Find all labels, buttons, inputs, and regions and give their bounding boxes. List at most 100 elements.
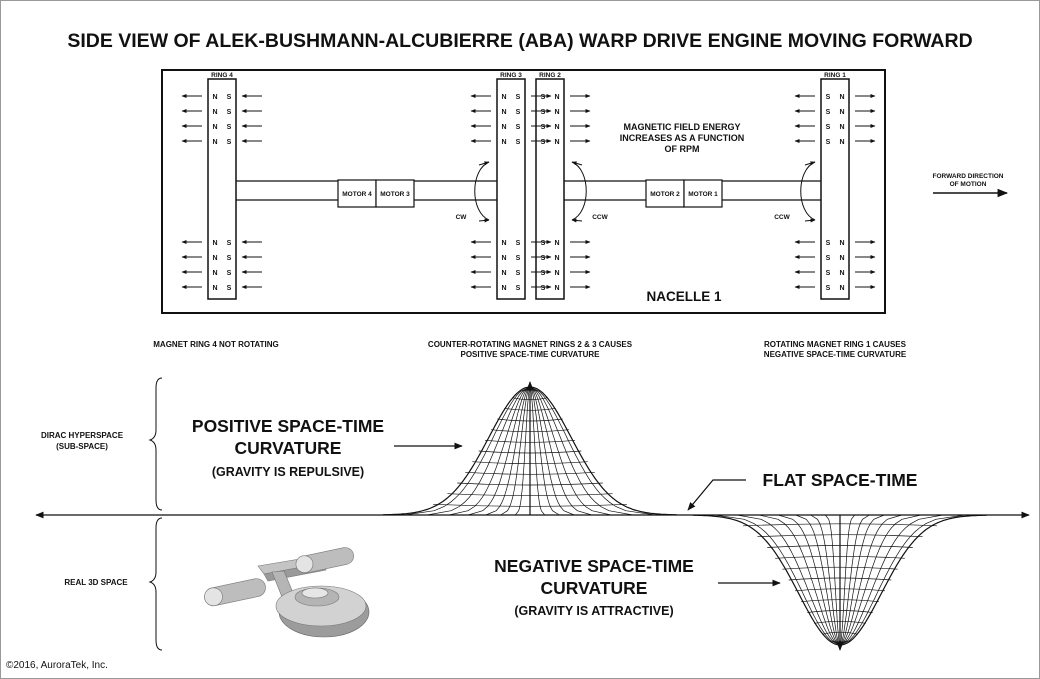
mesh-meridian xyxy=(500,386,531,516)
ring-3-pole-letter: S xyxy=(516,124,521,131)
mesh-meridian xyxy=(810,514,841,646)
mesh-meridian xyxy=(714,514,841,646)
mesh-meridian xyxy=(758,514,841,646)
mesh-meridian xyxy=(825,514,841,646)
ccw-label-ring-2: CCW xyxy=(592,214,608,221)
caption-rings-2-3-line-1: COUNTER-ROTATING MAGNET RINGS 2 & 3 CAUS… xyxy=(428,340,633,349)
caption-ring-1-line-2: NEGATIVE SPACE-TIME CURVATURE xyxy=(764,350,907,359)
ring-4-pole-letter: N xyxy=(212,109,217,116)
motor-2-label: MOTOR 2 xyxy=(650,191,680,198)
ring-4-pole-letter: N xyxy=(212,124,217,131)
ring-4-pole-letter: N xyxy=(212,94,217,101)
ring-4-pole-letter: N xyxy=(212,240,217,247)
ring-2-pole-letter: N xyxy=(554,285,559,292)
mesh-meridian xyxy=(529,386,656,516)
ring-3-pole-letter: S xyxy=(516,240,521,247)
copyright-notice: ©2016, AuroraTek, Inc. xyxy=(6,660,108,671)
mesh-meridian xyxy=(839,514,855,646)
ring-1-magnet-bar xyxy=(820,78,850,300)
cw-label: CW xyxy=(456,214,468,221)
ring-2-pole-letter: S xyxy=(541,139,546,146)
ring-4-pole-letter: S xyxy=(227,94,232,101)
negative-curvature-line-2: CURVATURE xyxy=(541,578,648,598)
ring-4-pole-letter: S xyxy=(227,124,232,131)
mesh-meridian xyxy=(448,386,531,516)
ring-3-magnet-bar xyxy=(496,78,526,300)
ring-1-pole-letter: S xyxy=(826,94,831,101)
ring-1-pole-letter: S xyxy=(826,255,831,262)
ring-2-pole-letter: N xyxy=(554,255,559,262)
caption-ring-1-line-1: ROTATING MAGNET RING 1 CAUSES xyxy=(764,340,907,349)
positive-curvature-line-2: CURVATURE xyxy=(235,438,342,458)
ring-3-pole-letter: N xyxy=(501,94,506,101)
caption-ring-4: MAGNET RING 4 NOT ROTATING xyxy=(153,340,278,349)
ring-1-pole-letter: N xyxy=(839,285,844,292)
energy-note-line-3: OF RPM xyxy=(665,144,700,154)
ring-1-pole-letter: S xyxy=(826,270,831,277)
motor-1-label: MOTOR 1 xyxy=(688,191,718,198)
ring-1-pole-letter: N xyxy=(839,240,844,247)
ring-3-pole-letter: S xyxy=(516,139,521,146)
ring-1-label: RING 1 xyxy=(824,72,846,79)
ring-4-label: RING 4 xyxy=(211,72,233,79)
ring-2-pole-letter: S xyxy=(541,94,546,101)
motor-4-label: MOTOR 4 xyxy=(342,191,372,198)
mesh-meridian xyxy=(515,386,531,516)
ring-4-pole-letter: S xyxy=(227,139,232,146)
mesh-meridian xyxy=(795,514,841,646)
mesh-meridian xyxy=(468,386,531,516)
starship-illustration xyxy=(204,547,370,638)
ring-3-pole-letter: N xyxy=(501,109,506,116)
diagram-title: SIDE VIEW OF ALEK-BUSHMANN-ALCUBIERRE (A… xyxy=(67,30,972,52)
mesh-meridian xyxy=(529,386,545,516)
ring-3-pole-letter: S xyxy=(516,285,521,292)
ring-1-pole-letter: N xyxy=(839,139,844,146)
negative-curvature-line-1: NEGATIVE SPACE-TIME xyxy=(494,556,694,576)
ring-3-pole-letter: S xyxy=(516,270,521,277)
mesh-meridian xyxy=(839,514,885,646)
ring-2-label: RING 2 xyxy=(539,72,561,79)
ring-2-pole-letter: S xyxy=(541,255,546,262)
nacelle-label: NACELLE 1 xyxy=(646,289,722,304)
hyperspace-label-line-2: (SUB-SPACE) xyxy=(56,442,108,451)
ring-1-pole-letter: S xyxy=(826,240,831,247)
ring-3-pole-letter: N xyxy=(501,270,506,277)
motor-2: MOTOR 2 xyxy=(645,179,685,208)
negative-curvature-note: (GRAVITY IS ATTRACTIVE) xyxy=(514,604,673,618)
ring-4-magnet-bar xyxy=(207,78,237,300)
energy-note-line-2: INCREASES AS A FUNCTION xyxy=(620,133,745,143)
motor-1: MOTOR 1 xyxy=(683,179,723,208)
mesh-meridian xyxy=(426,386,531,516)
ring-3-pole-letter: S xyxy=(516,94,521,101)
ring-3-pole-letter: N xyxy=(501,124,506,131)
mesh-meridian xyxy=(529,386,575,516)
ring-4-pole-letter: N xyxy=(212,255,217,262)
ring-3-pole-letter: N xyxy=(501,285,506,292)
forward-note-line-1: FORWARD DIRECTION xyxy=(932,173,1003,180)
ring-1-pole-letter: S xyxy=(826,124,831,131)
motor-4: MOTOR 4 xyxy=(337,179,377,208)
ring-2-pole-letter: N xyxy=(554,124,559,131)
real-space-brace xyxy=(148,517,163,651)
real-space-label: REAL 3D SPACE xyxy=(64,578,128,587)
mesh-meridian xyxy=(529,386,634,516)
mesh-meridian xyxy=(839,514,966,646)
mesh-meridian xyxy=(778,514,841,646)
positive-curvature-note: (GRAVITY IS REPULSIVE) xyxy=(212,465,364,479)
ring-2-pole-letter: N xyxy=(554,109,559,116)
ring-4-pole-letter: S xyxy=(227,255,232,262)
flat-space-time-label: FLAT SPACE-TIME xyxy=(763,470,918,490)
positive-curvature-mesh xyxy=(382,386,677,516)
caption-rings-2-3-line-2: POSITIVE SPACE-TIME CURVATURE xyxy=(461,350,601,359)
mesh-meridian xyxy=(404,386,531,516)
positive-curvature-line-1: POSITIVE SPACE-TIME xyxy=(192,416,384,436)
ring-1-pole-letter: N xyxy=(839,255,844,262)
mesh-meridian xyxy=(839,514,870,646)
ring-1-pole-letter: S xyxy=(826,109,831,116)
mesh-meridian xyxy=(529,386,612,516)
ring-3-rotation-indicator xyxy=(474,161,490,223)
ring-2-pole-letter: S xyxy=(541,240,546,247)
ring-2-pole-letter: N xyxy=(554,240,559,247)
nacelle-box xyxy=(161,69,886,314)
ring-1-pole-letter: S xyxy=(826,285,831,292)
